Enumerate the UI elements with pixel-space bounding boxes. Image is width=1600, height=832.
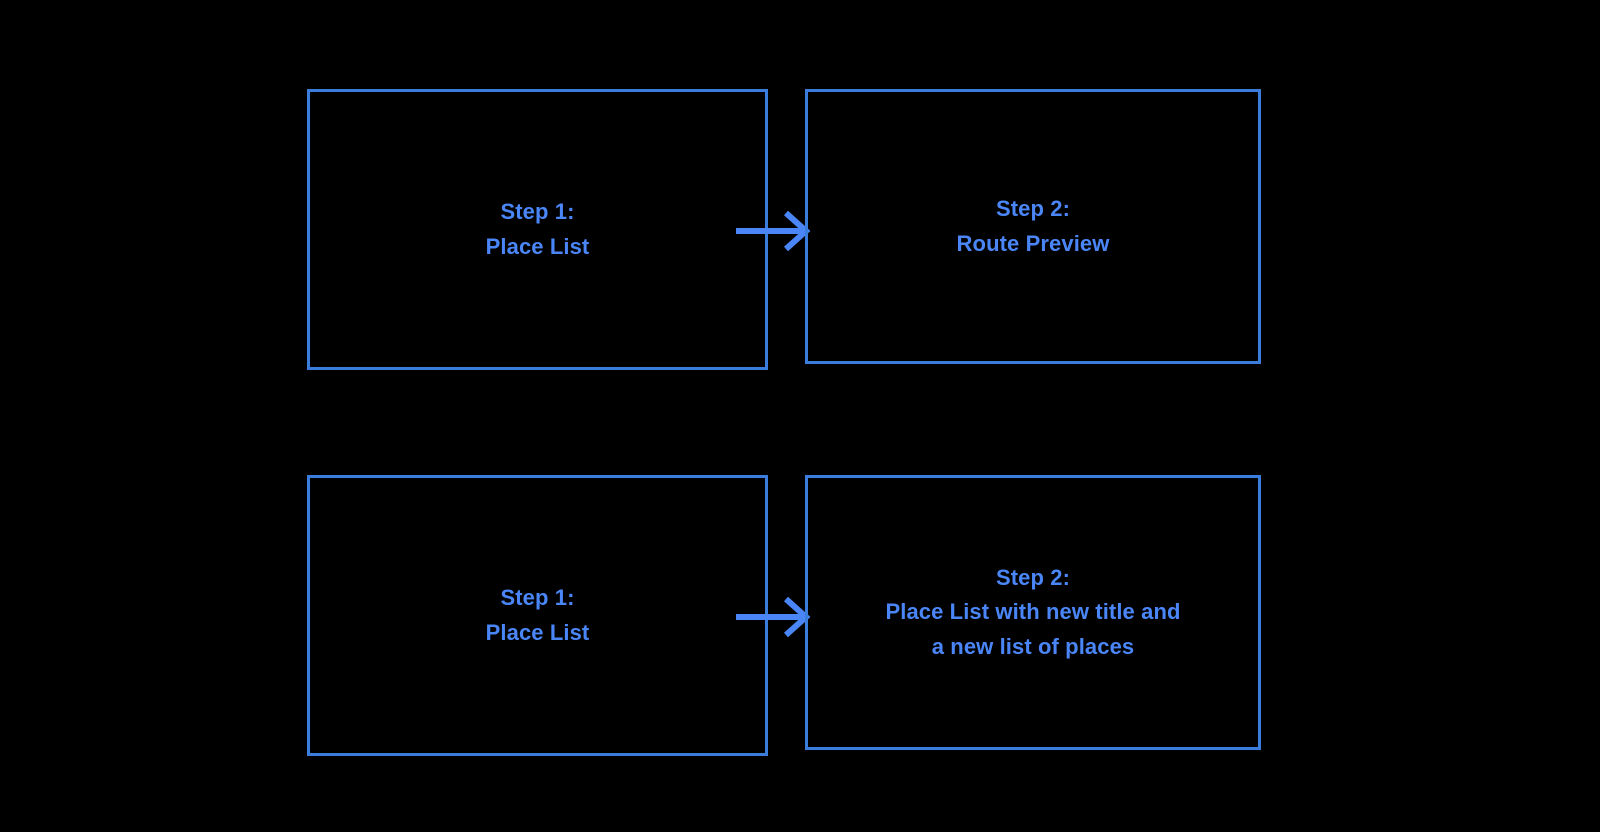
flow-box-step-1-place-list[interactable]: Step 1: Place List [307,89,768,370]
flow-box-step-1-place-list-2[interactable]: Step 1: Place List [307,475,768,756]
flow-box-label: Step 1: Place List [485,198,590,259]
flow-row-route-preview: Step 1: Place List Step 2: Route Preview [0,86,1600,376]
flow-box-label: Step 2: Place List with new title and a … [885,564,1181,659]
flow-box-label: Step 2: Route Preview [956,195,1110,256]
flow-box-step-2-new-place-list[interactable]: Step 2: Place List with new title and a … [805,475,1261,750]
flow-box-step-2-route-preview[interactable]: Step 2: Route Preview [805,89,1261,364]
flow-box-label: Step 1: Place List [485,584,590,645]
flow-row-new-place-list: Step 1: Place List Step 2: Place List wi… [0,472,1600,762]
